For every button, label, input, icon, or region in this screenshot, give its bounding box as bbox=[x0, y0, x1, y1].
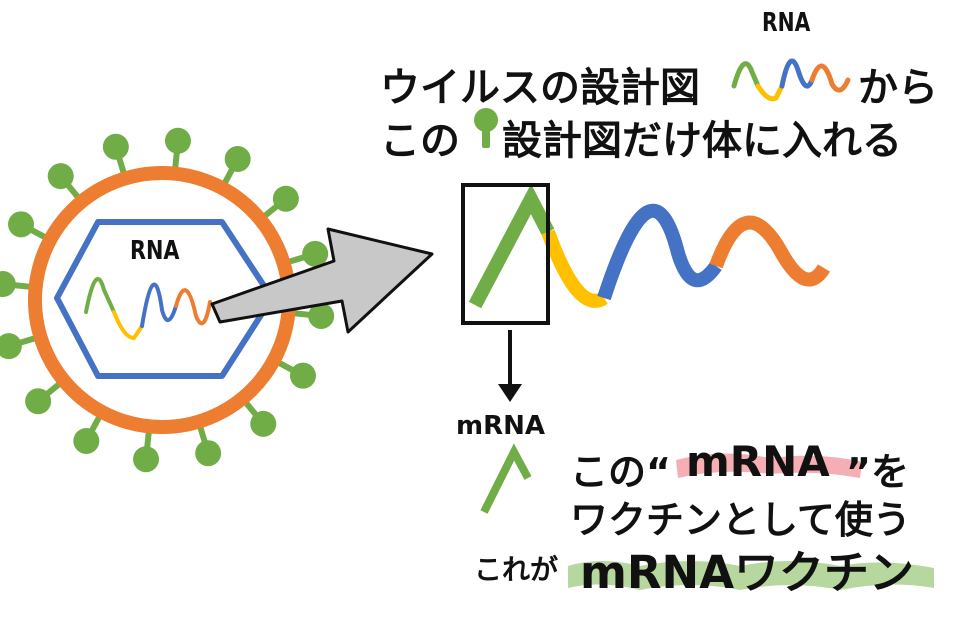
spike-head bbox=[272, 185, 299, 212]
spike-head bbox=[302, 240, 329, 267]
virus-capsid-hexagon bbox=[54, 219, 275, 379]
mrna-squiggle bbox=[480, 443, 532, 514]
spike-head bbox=[133, 446, 160, 473]
pink-highlight bbox=[676, 453, 862, 478]
virus-rna-strand bbox=[84, 277, 212, 341]
virus-rna-label: RNA bbox=[130, 236, 180, 266]
spike-head bbox=[0, 333, 22, 360]
green-highlight bbox=[568, 561, 934, 590]
virus-spike-group bbox=[0, 127, 335, 473]
big-rna-strand bbox=[468, 183, 831, 309]
spike-head bbox=[25, 388, 52, 415]
spike-pin-icon bbox=[474, 108, 498, 148]
line3-post: ”を bbox=[846, 450, 909, 494]
line3-pre: この“ bbox=[570, 450, 671, 494]
mrna-small-label: mRNA bbox=[456, 411, 545, 441]
spike-head bbox=[195, 440, 222, 467]
spike-head bbox=[102, 133, 129, 160]
down-arrow-head bbox=[498, 384, 522, 402]
line4: ワクチンとして使う bbox=[570, 498, 911, 542]
spike-head bbox=[8, 211, 35, 238]
heading-line2-post: 設計図だけ体に入れる bbox=[502, 118, 902, 164]
spike-head bbox=[73, 427, 100, 454]
heading-rna-squiggle bbox=[731, 58, 851, 102]
spike-head bbox=[47, 163, 74, 190]
heading-rna-label: RNA bbox=[762, 8, 811, 38]
spike-head bbox=[308, 302, 335, 329]
big-arrow bbox=[210, 227, 434, 334]
spike-head bbox=[164, 127, 191, 154]
spike-head bbox=[250, 410, 277, 437]
heading-line2-pre: この bbox=[380, 118, 460, 164]
spike-head bbox=[0, 271, 16, 298]
line5-pre: これが bbox=[474, 553, 559, 586]
heading-line1-post: から bbox=[858, 65, 938, 111]
line5-emphasis: mRNAワクチン bbox=[580, 546, 915, 599]
line3-emphasis: mRNA bbox=[686, 437, 830, 486]
selection-box bbox=[461, 183, 550, 325]
spike-head bbox=[289, 362, 316, 389]
heading-line1-pre: ウイルスの設計図 bbox=[380, 65, 700, 111]
spike-head bbox=[224, 146, 251, 173]
